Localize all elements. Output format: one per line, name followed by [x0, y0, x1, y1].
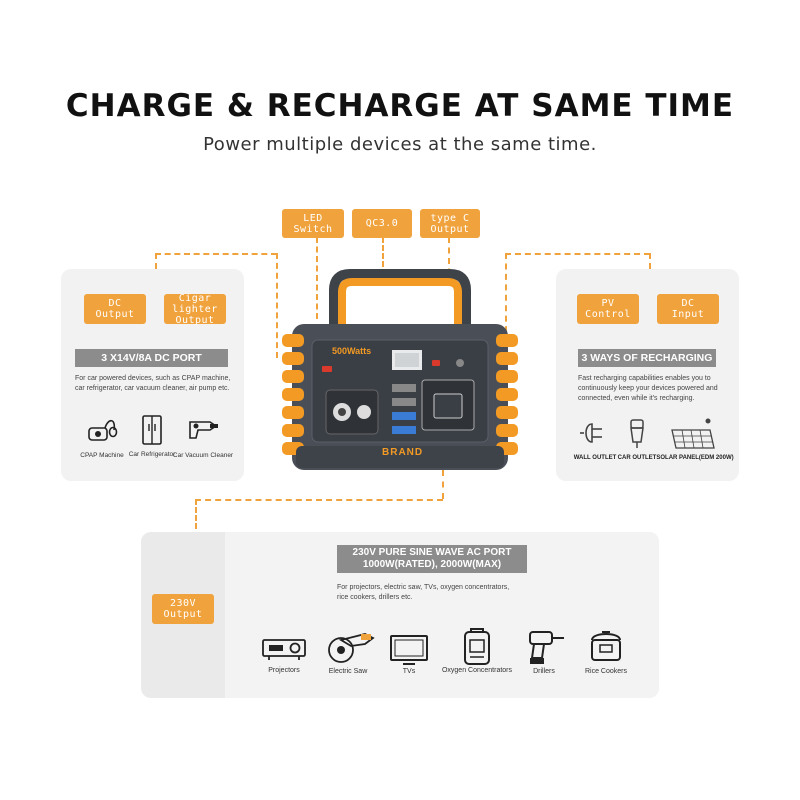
connector-line [155, 253, 277, 255]
electric-saw-label: Electric Saw [328, 668, 368, 675]
tag-230v-output: 230V Output [152, 594, 214, 624]
wall-outlet-label: WALL OUTLET [573, 455, 617, 461]
wall-outlet-icon [580, 423, 602, 443]
tv-icon [390, 635, 428, 665]
projector-icon [262, 639, 306, 660]
car-outlet-label: CAR OUTLET [617, 455, 657, 461]
connector-line [505, 253, 650, 255]
ac-port-bar: 230V PURE SINE WAVE AC PORT 1000W(RATED)… [337, 545, 527, 573]
driller-label: Drillers [533, 668, 555, 675]
driller-icon [529, 631, 564, 664]
device-brand-label: BRAND [382, 447, 424, 458]
connector-line [382, 237, 384, 267]
projector-label: Projectors [268, 667, 300, 674]
oxygen-concentrator-icon [464, 628, 490, 665]
car-outlet-icon [630, 419, 644, 448]
device-wattage-label: 500Watts [332, 346, 372, 356]
solar-panel-label: SOLAR PANEL(EDM 200W) [656, 455, 734, 461]
connector-line [505, 253, 507, 353]
car-vacuum-cleaner-label: Car Vacuum Cleaner [172, 452, 234, 459]
connector-line [155, 253, 157, 269]
solar-panel-icon [671, 418, 715, 449]
connector-line [316, 237, 318, 319]
page-subtitle: Power multiple devices at the same time. [203, 134, 597, 155]
dc-port-description: For car powered devices, such as CPAP ma… [75, 375, 231, 392]
connector-line [276, 253, 278, 358]
cpap-machine-label: CPAP Machine [80, 452, 124, 459]
ac-port-description: For projectors, electric saw, TVs, oxyge… [337, 584, 510, 601]
tag-cigar-lighter-output: Cigar lighter Output [164, 293, 226, 326]
dc-port-bar: 3 X14V/8A DC PORT [75, 349, 228, 367]
tag-dc-output: DC Output [84, 294, 146, 324]
rice-cooker-icon [591, 631, 621, 661]
rice-cooker-label: Rice Cookers [584, 668, 627, 675]
ac-port-bar-line2: 1000W(RATED), 2000W(MAX) [362, 559, 502, 570]
tag-qc3: QC3.0 [352, 209, 412, 238]
cpap-machine-icon [88, 419, 118, 441]
page-title: CHARGE & RECHARGE AT SAME TIME [65, 88, 735, 124]
tv-label: TVs [402, 668, 416, 675]
ac-port-bar-line1: 230V PURE SINE WAVE AC PORT [352, 547, 512, 558]
power-station-image: 500Watts BRAND [282, 268, 518, 476]
electric-saw-icon [328, 633, 375, 663]
tag-typec-output: type C Output [420, 209, 480, 238]
connector-line [195, 499, 443, 501]
power-station-illustration [282, 269, 518, 470]
tag-pv-control: PV Control [577, 294, 639, 324]
recharging-bar: 3 WAYS OF RECHARGING [578, 349, 716, 367]
car-refrigerator-icon [142, 415, 162, 445]
car-refrigerator-label: Car Refrigerator [128, 451, 176, 458]
connector-line [442, 470, 444, 499]
car-vacuum-cleaner-icon [189, 421, 218, 439]
connector-line [448, 237, 450, 285]
connector-line [649, 253, 651, 269]
tag-led-switch: LED Switch [282, 209, 344, 238]
tag-dc-input: DC Input [657, 294, 719, 324]
connector-line [195, 499, 197, 529]
recharging-description: Fast recharging capabilities enables you… [578, 375, 718, 402]
oxygen-concentrator-label: Oxygen Concentrators [441, 667, 513, 674]
